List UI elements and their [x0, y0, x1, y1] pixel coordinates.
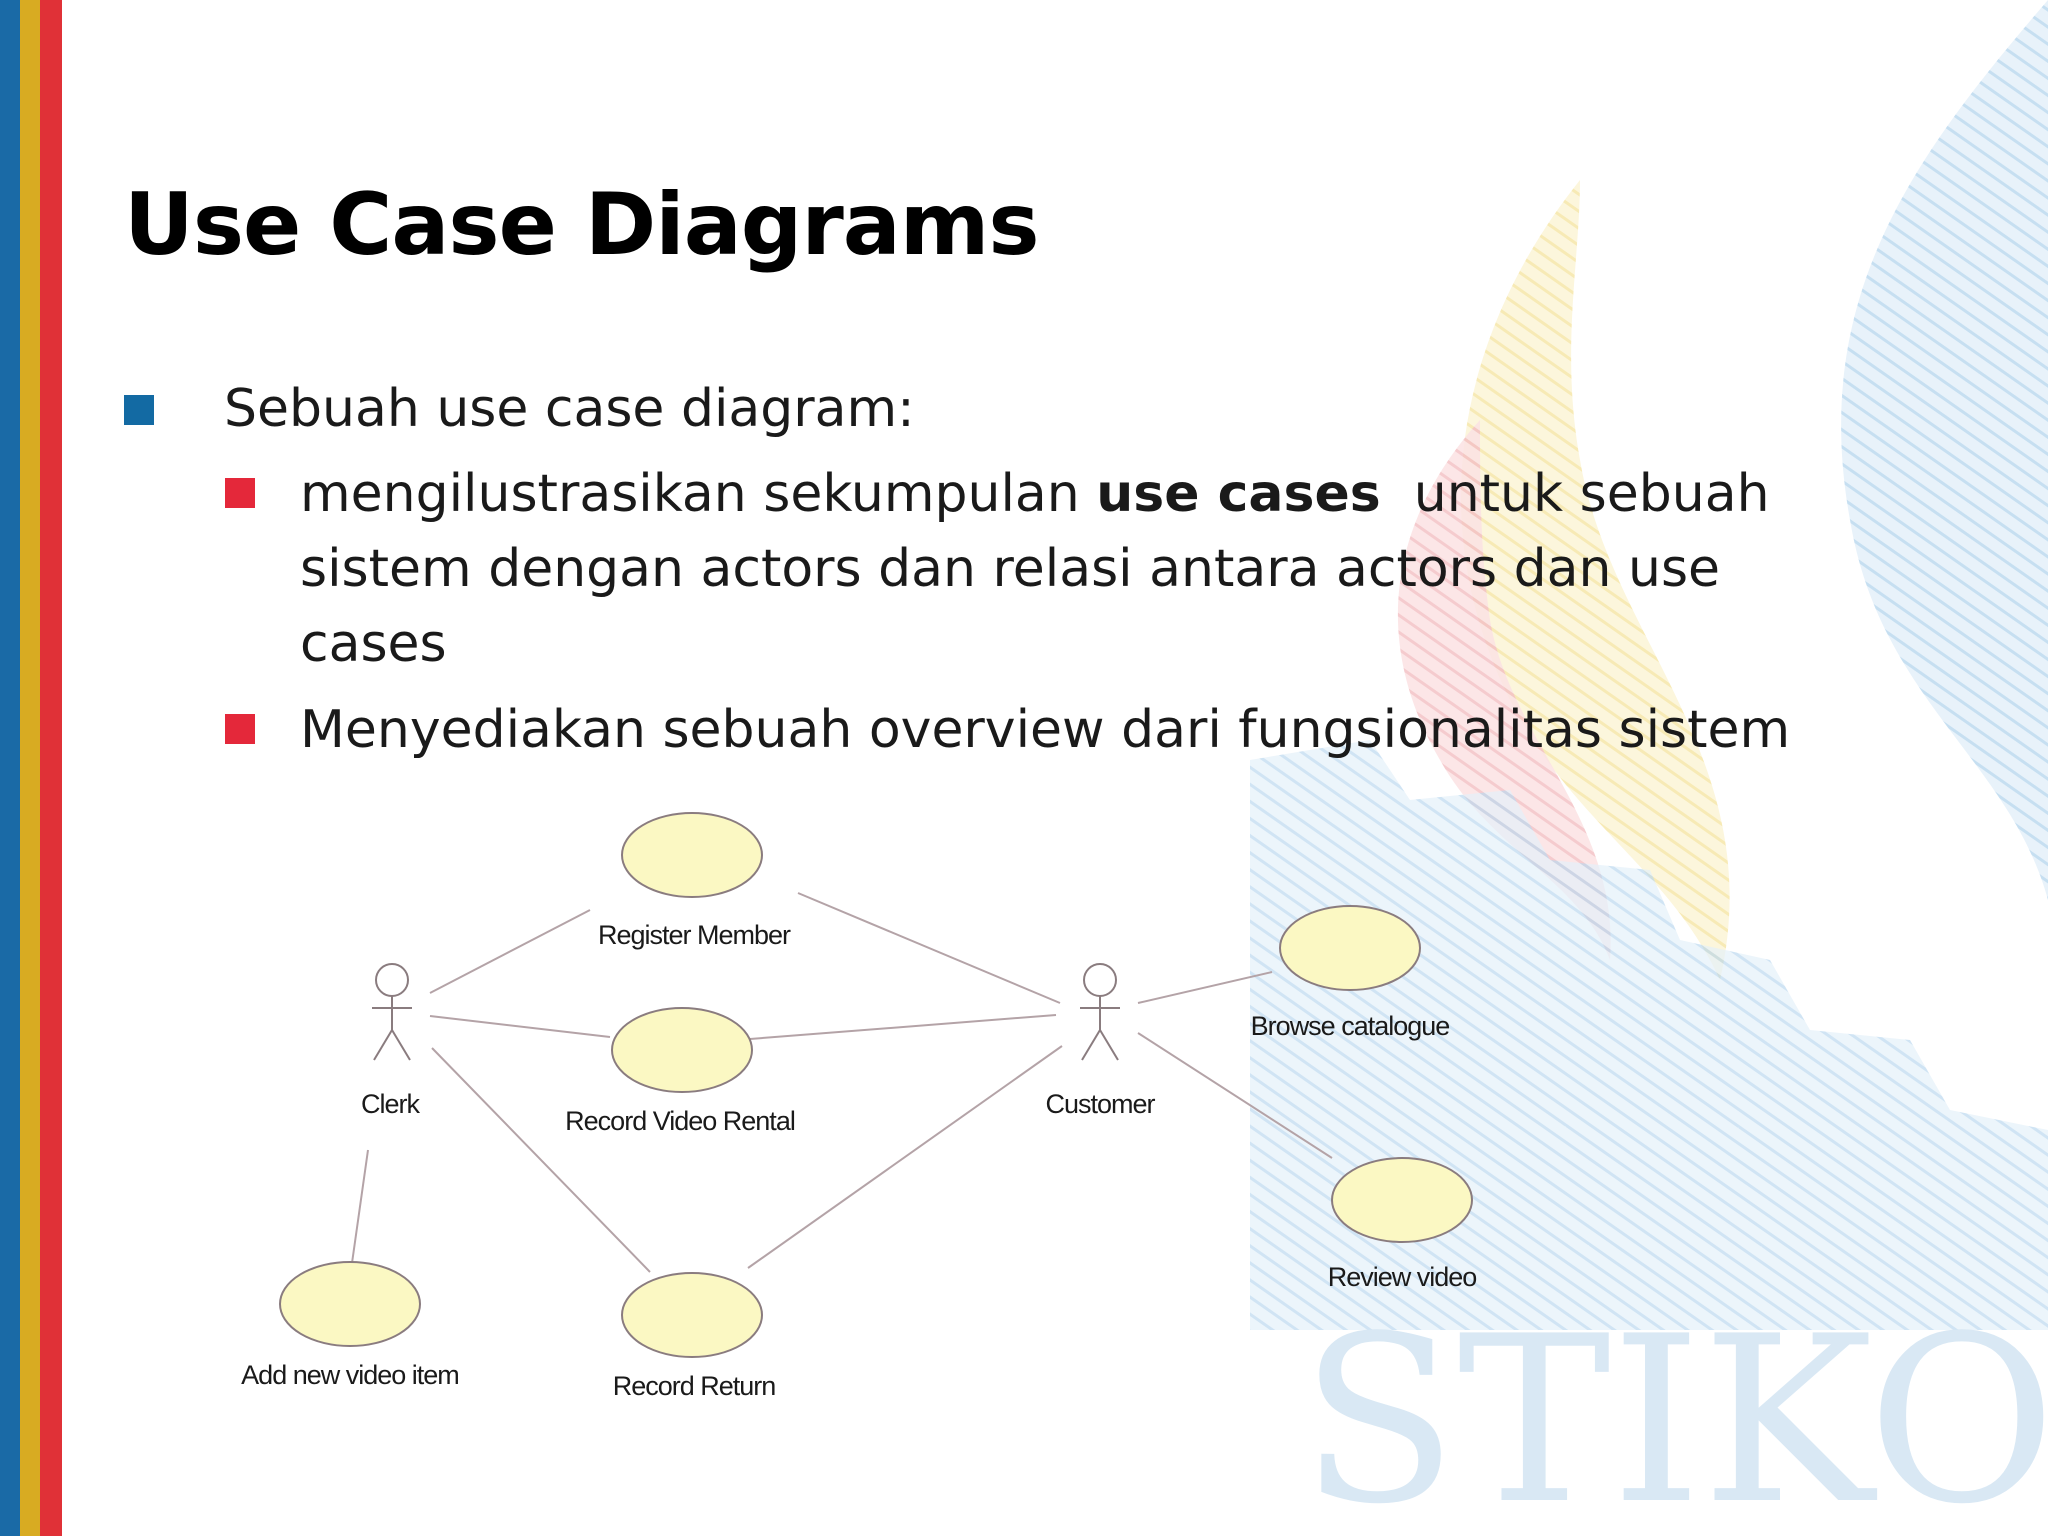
actor-clerk-label: Clerk — [361, 1089, 421, 1119]
use-case-record-return-label: Record Return — [613, 1371, 776, 1401]
side-stripes — [0, 0, 64, 1536]
bullet-sub1-post: untuk sebuah — [1380, 464, 1770, 524]
assoc-clerk-additem — [351, 1149, 369, 1264]
use-case-review-video: Review video — [1328, 1157, 1477, 1292]
use-case-add-new-video-item: Add new video item — [241, 1261, 460, 1390]
use-case-register-member-label: Register Member — [598, 920, 791, 950]
stripe-gold — [20, 0, 40, 1536]
actor-customer-label: Customer — [1045, 1089, 1155, 1119]
watermark-flame-yellow — [1460, 180, 1730, 980]
bullet-sub1-line3: cases — [300, 614, 447, 674]
actor-customer — [1080, 963, 1120, 1061]
stripe-red — [40, 0, 62, 1536]
bullet-sub1-line1: mengilustrasikan sekumpulan use cases un… — [300, 457, 1770, 532]
use-case-diagram: Clerk Customer Register Member Record Vi… — [241, 812, 1477, 1401]
watermark-text: STIKOM — [1300, 1288, 2048, 1536]
watermark-flame-blue — [1841, 0, 2048, 900]
association-lines — [351, 892, 1333, 1273]
slide-title: Use Case Diagrams — [124, 175, 1040, 275]
assoc-customer-register — [797, 892, 1061, 1004]
assoc-clerk-register — [429, 909, 591, 994]
use-case-add-new-video-item-label: Add new video item — [241, 1360, 459, 1390]
watermark-flame-red — [1397, 420, 1611, 960]
assoc-clerk-rental — [429, 1015, 611, 1038]
bullet-sub1-line2: sistem dengan actors dan relasi antara a… — [300, 539, 1721, 599]
use-case-browse-catalogue: Browse catalogue — [1251, 905, 1450, 1041]
bullet-marker-level1 — [124, 395, 154, 425]
bullet-sub1-text: mengilustrasikan sekumpulan use cases un… — [300, 457, 1770, 682]
actor-customer-head — [1083, 963, 1117, 997]
use-case-review-video-label: Review video — [1328, 1262, 1477, 1292]
bullet-sub1-bold: use cases — [1096, 464, 1381, 524]
use-case-browse-catalogue-label: Browse catalogue — [1251, 1011, 1450, 1041]
actor-clerk-head — [375, 963, 409, 997]
assoc-customer-return — [747, 1045, 1063, 1269]
assoc-customer-rental — [749, 1014, 1057, 1040]
assoc-customer-browse — [1137, 971, 1273, 1004]
assoc-customer-review — [1137, 1032, 1333, 1159]
use-case-register-member: Register Member — [598, 812, 792, 950]
bullet-sub2-text: Menyediakan sebuah overview dari fungsio… — [300, 700, 1791, 760]
stripe-blue — [0, 0, 20, 1536]
use-case-record-video-rental: Record Video Rental — [565, 1007, 796, 1136]
bullet-marker-sub2 — [225, 714, 255, 744]
assoc-clerk-return — [431, 1047, 651, 1273]
bullet-marker-sub1 — [225, 478, 255, 508]
bullet-sub1-pre: mengilustrasikan sekumpulan — [300, 464, 1097, 524]
actor-clerk — [372, 963, 412, 1061]
use-case-record-return: Record Return — [613, 1272, 776, 1401]
use-case-record-video-rental-label: Record Video Rental — [565, 1106, 795, 1136]
bullet-level1-text: Sebuah use case diagram: — [224, 379, 915, 439]
